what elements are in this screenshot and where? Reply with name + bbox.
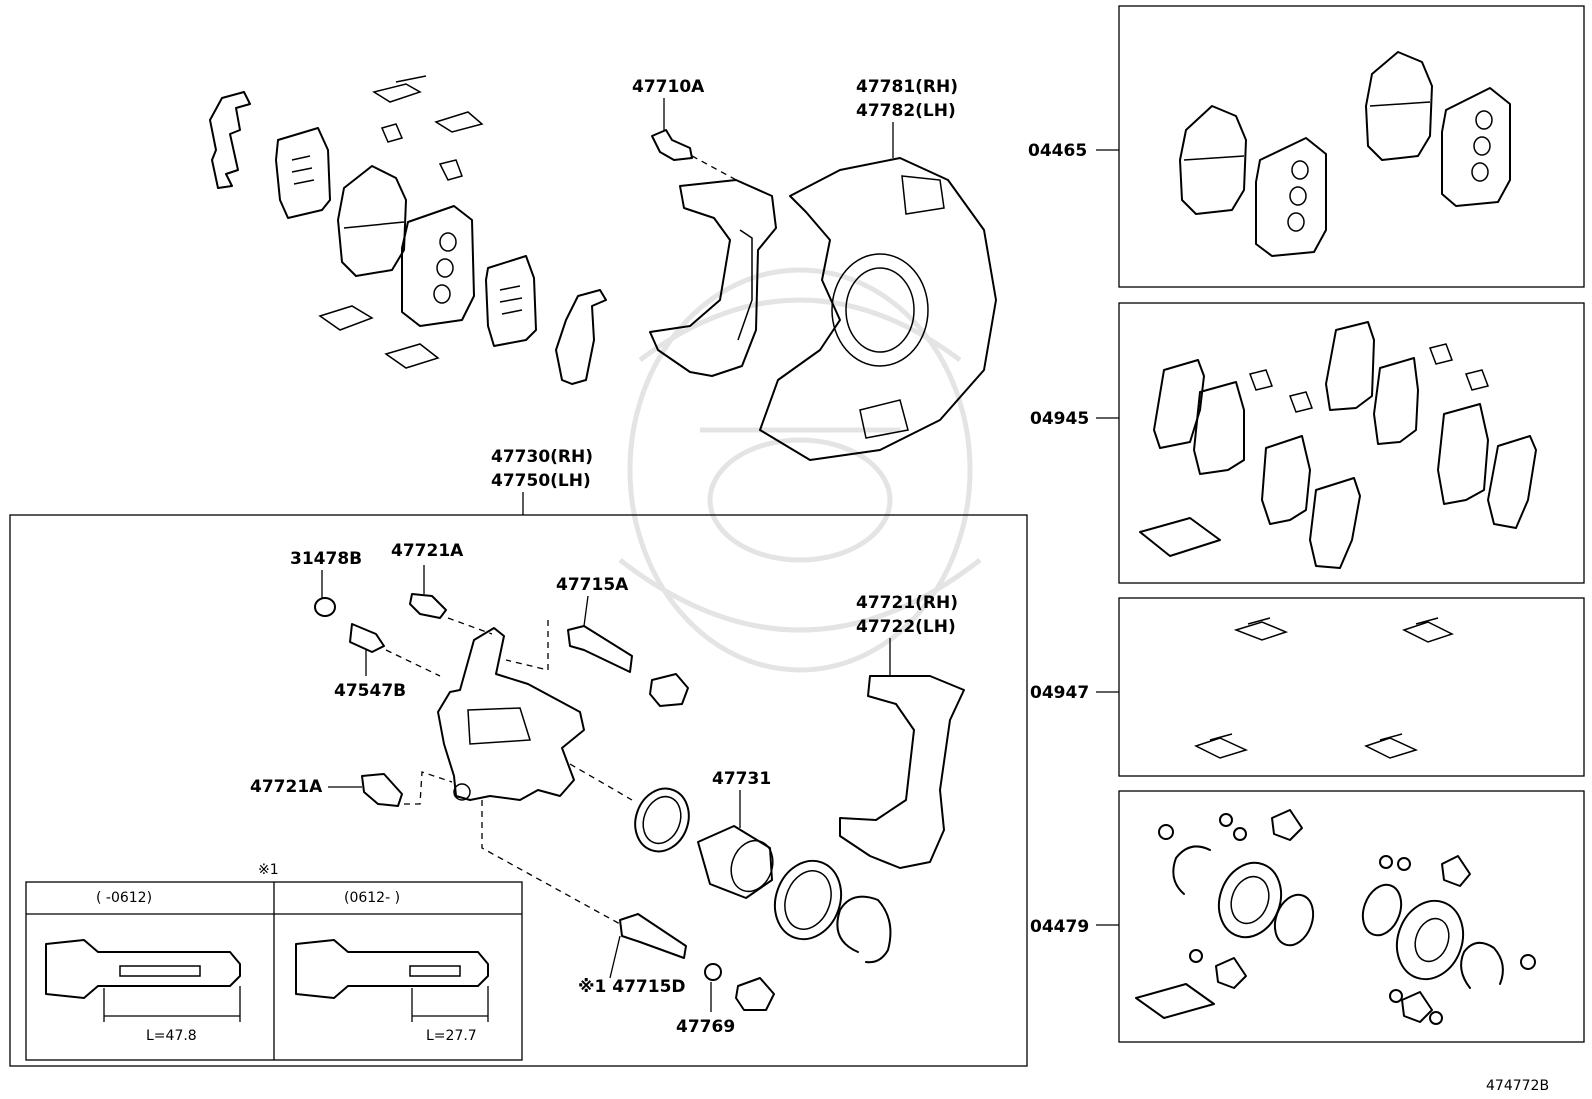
note-mark: ※1 [258, 862, 279, 878]
note-right-length: L=27.7 [426, 1028, 477, 1044]
diagram-id: 474772B [1486, 1078, 1549, 1094]
part-labels: 47710A 47781(RH) 47782(LH) 47730(RH) 477… [96, 77, 1549, 1094]
label-kit-04947: 04947 [1030, 683, 1089, 703]
label-47715D: ※1 47715D [578, 977, 686, 997]
label-47782-lh: 47782(LH) [856, 101, 956, 121]
kit-boxes [1096, 5, 1585, 1043]
label-47750-lh: 47750(LH) [491, 471, 591, 491]
kit-04479-seals [1135, 809, 1536, 1025]
note-left-length: L=47.8 [146, 1028, 197, 1044]
caliper-parts [314, 565, 965, 1012]
kit-04945-shims [1139, 321, 1537, 569]
label-47722-lh: 47722(LH) [856, 617, 956, 637]
label-kit-04945: 04945 [1030, 409, 1089, 429]
watermark-emblem [618, 267, 982, 673]
label-kit-04465: 04465 [1028, 141, 1087, 161]
note-left-header: ( -0612) [96, 890, 152, 906]
label-47781-rh: 47781(RH) [856, 77, 958, 97]
pad-shim-group-top [209, 75, 607, 385]
label-kit-04479: 04479 [1030, 917, 1089, 937]
kit-04947-clips [1194, 617, 1454, 759]
label-47715A: 47715A [556, 575, 629, 595]
upper-mount-group [649, 129, 997, 461]
label-47769: 47769 [676, 1017, 735, 1037]
label-47721A-top: 47721A [391, 541, 464, 561]
label-47710A: 47710A [632, 77, 705, 97]
label-47730-rh: 47730(RH) [491, 447, 593, 467]
label-47721-rh: 47721(RH) [856, 593, 958, 613]
caliper-assembly-frame [9, 492, 1028, 1067]
note-box [25, 881, 523, 1061]
kit-04465-pads [1179, 51, 1511, 257]
label-47547B: 47547B [334, 681, 406, 701]
label-31478B: 31478B [290, 549, 362, 569]
label-47721A-bottom: 47721A [250, 777, 323, 797]
note-right-header: (0612- ) [344, 890, 400, 906]
label-47731: 47731 [712, 769, 771, 789]
